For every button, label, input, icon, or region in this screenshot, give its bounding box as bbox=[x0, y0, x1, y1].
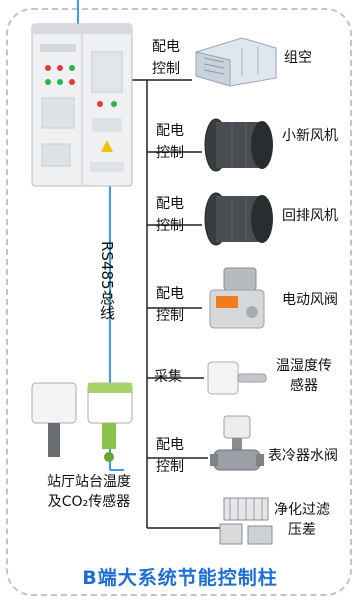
branch-2-device: 小新风机 bbox=[282, 128, 338, 144]
diagram-frame bbox=[6, 8, 352, 596]
filter-icon bbox=[218, 494, 278, 554]
branch-5-action: 采集 bbox=[154, 369, 182, 385]
sensor-label-line-1: 站厅站台温度 bbox=[47, 474, 131, 490]
branch-6-device: 表冷器水阀 bbox=[268, 448, 338, 464]
branch-4-action: 配电 控制 bbox=[152, 283, 188, 327]
action-label: 控制 bbox=[152, 61, 180, 77]
co2-sensor-icon bbox=[28, 375, 144, 471]
control-cabinet-icon bbox=[30, 22, 134, 192]
action-label: 配电 bbox=[156, 286, 184, 302]
branch-1-device: 组空 bbox=[284, 50, 312, 66]
air-handling-unit-icon bbox=[192, 32, 280, 92]
action-label: 配电 bbox=[156, 123, 184, 139]
branch-6-action: 配电 控制 bbox=[152, 434, 188, 478]
sensor-label-line-2: 及CO₂传感器 bbox=[47, 494, 131, 510]
branch-7-device: 净化过滤压差 bbox=[274, 502, 330, 538]
branch-5-device: 温湿度传感器 bbox=[276, 358, 332, 394]
action-label: 控制 bbox=[156, 145, 184, 161]
action-label: 控制 bbox=[156, 459, 184, 475]
axial-fan-icon bbox=[202, 186, 276, 256]
humidity-sensor-icon bbox=[204, 356, 270, 404]
damper-actuator-icon bbox=[204, 262, 274, 338]
branch-1-action: 配电 控制 bbox=[148, 36, 184, 80]
action-label: 控制 bbox=[156, 308, 184, 324]
branch-3-action: 配电 控制 bbox=[152, 193, 188, 237]
sensor-label: 站厅站台温度 及CO₂传感器 bbox=[26, 472, 152, 512]
branch-2-action: 配电 控制 bbox=[152, 120, 188, 164]
axial-fan-icon bbox=[202, 112, 276, 182]
branch-4-device: 电动风阀 bbox=[282, 292, 338, 308]
bus-label: RS485总线 bbox=[98, 240, 116, 320]
cabinet-title: B端大系统节能控制柱 bbox=[82, 567, 278, 589]
action-label: 配电 bbox=[156, 437, 184, 453]
action-label: 配电 bbox=[156, 196, 184, 212]
action-label: 配电 bbox=[152, 39, 180, 55]
water-valve-icon bbox=[208, 412, 268, 486]
branch-3-device: 回排风机 bbox=[282, 208, 338, 224]
action-label: 控制 bbox=[156, 218, 184, 234]
